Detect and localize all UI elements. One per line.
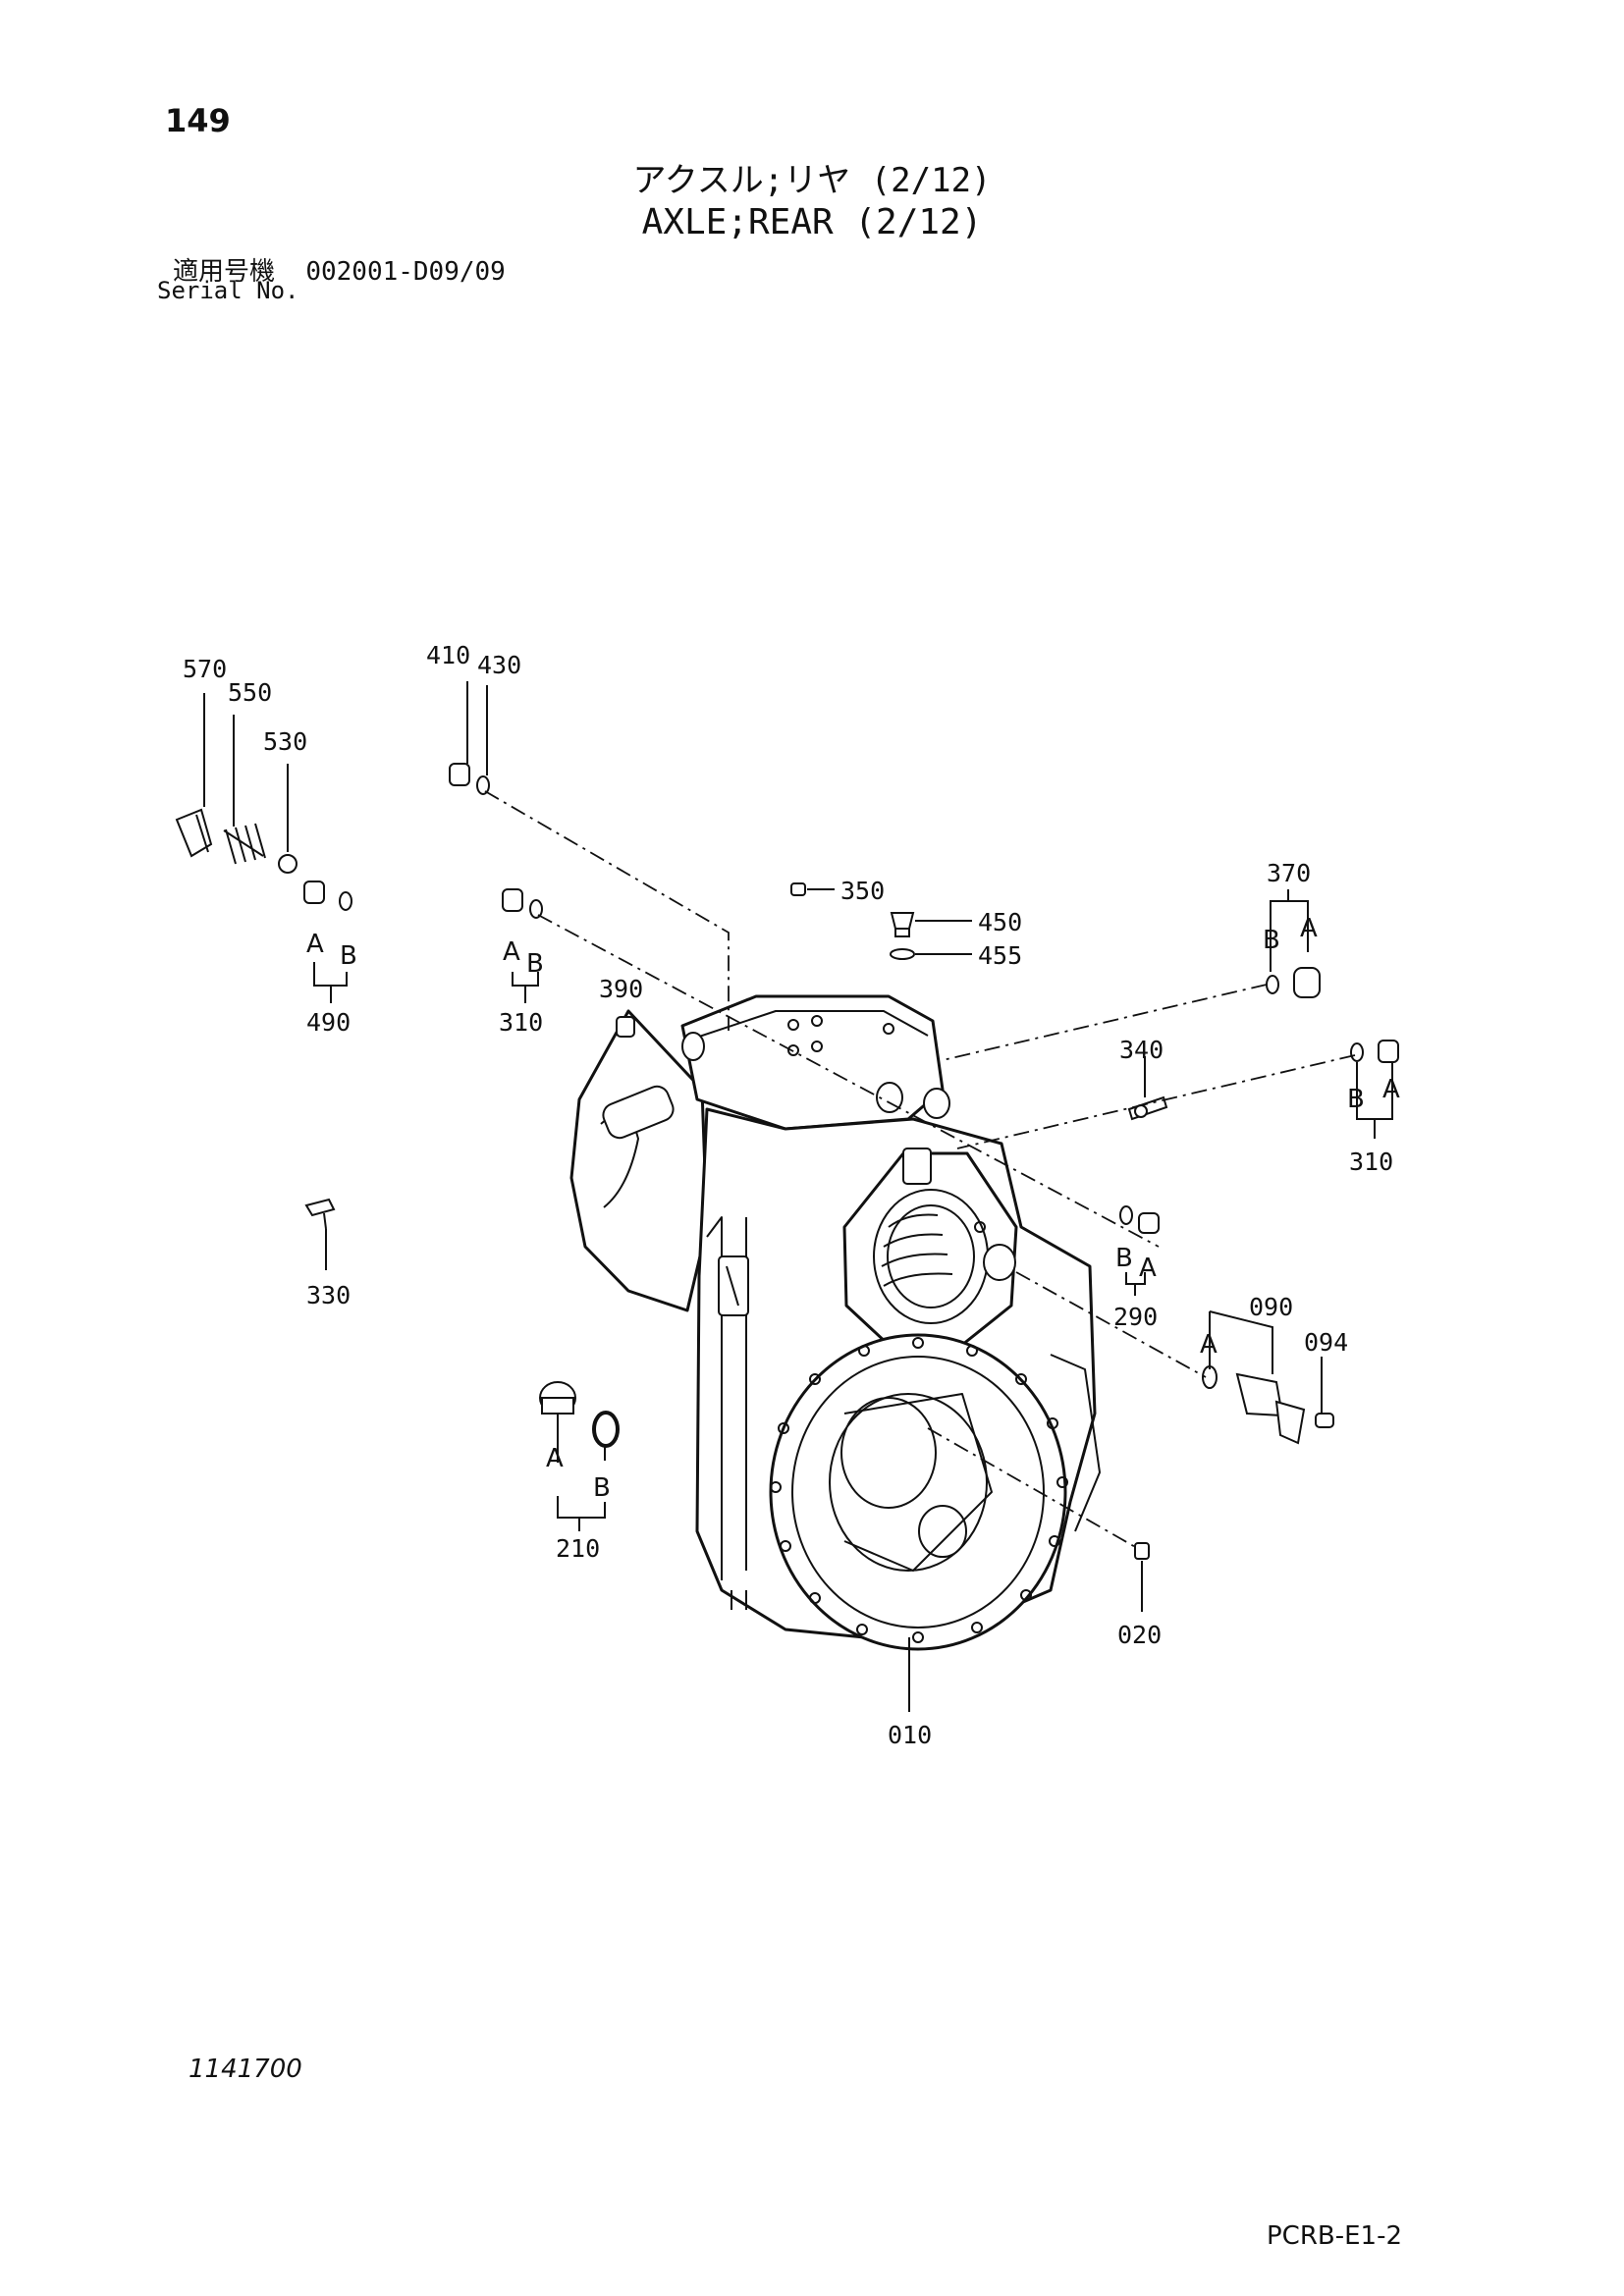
callout-330: 330 [306, 1281, 351, 1309]
callout-455: 455 [978, 941, 1022, 970]
part-550-spring [223, 823, 266, 865]
callout-370: 370 [1267, 859, 1311, 887]
part-530-ball [278, 854, 298, 874]
page-title-english: AXLE;REAR (2/12) [641, 202, 983, 242]
callout-310-left: 310 [499, 1008, 543, 1037]
callout-530: 530 [263, 727, 307, 756]
part-340-pin [1127, 1095, 1168, 1121]
callout-020: 020 [1117, 1621, 1162, 1649]
sublabel-a: A [1300, 914, 1318, 943]
part-390-plug [616, 1016, 635, 1038]
serial-range: 002001-D09/09 [305, 257, 506, 287]
drawing-number: 1141700 [189, 2055, 302, 2084]
callout-310-right: 310 [1349, 1148, 1393, 1176]
sublabel-a: A [1382, 1075, 1400, 1104]
part-350-pin [790, 882, 806, 896]
callout-450: 450 [978, 908, 1022, 936]
sublabel-a: A [1200, 1330, 1218, 1360]
callout-570: 570 [183, 655, 227, 683]
callout-290: 290 [1113, 1303, 1158, 1331]
sublabel-b: B [1263, 926, 1280, 955]
part-310-right [1350, 1040, 1399, 1063]
callout-340: 340 [1119, 1036, 1164, 1064]
callout-430: 430 [477, 651, 521, 679]
callout-090: 090 [1249, 1293, 1293, 1321]
part-370-plug [1266, 967, 1321, 998]
part-210-oring [592, 1411, 620, 1448]
page-title-japanese: アクスル;リヤ (2/12) [632, 161, 992, 200]
callout-390: 390 [599, 975, 643, 1003]
sublabel-a: A [1139, 1254, 1157, 1283]
sublabel-b: B [1115, 1244, 1133, 1273]
part-090-sensor [1202, 1365, 1306, 1445]
page-number: 149 [165, 102, 231, 139]
part-490-plug [303, 881, 352, 911]
serial-label-english: Serial No. [157, 277, 299, 304]
callout-550: 550 [228, 678, 272, 707]
serial-number-line: 適用号機 002001-D09/09 [173, 251, 506, 288]
part-094-screw [1315, 1413, 1334, 1428]
page-code: PCRB-E1-2 [1267, 2221, 1403, 2251]
part-020-pin [1134, 1542, 1150, 1560]
part-455-oring [890, 948, 915, 960]
callout-490: 490 [306, 1008, 351, 1037]
part-210-plug [539, 1381, 576, 1415]
sublabel-b: B [526, 949, 544, 979]
part-290-plug [1119, 1205, 1160, 1234]
sublabel-a: A [306, 930, 324, 959]
part-410-plug [449, 763, 490, 795]
part-570-plug [175, 808, 213, 858]
sublabel-a: A [503, 937, 520, 967]
part-310-left [502, 888, 543, 919]
serial-label-japanese: 適用号機 [173, 257, 276, 287]
callout-350: 350 [840, 877, 885, 905]
callout-210: 210 [556, 1534, 600, 1563]
axle-housing [569, 994, 1101, 1651]
callout-410: 410 [426, 641, 470, 669]
sublabel-a: A [546, 1444, 564, 1473]
callout-094: 094 [1304, 1328, 1348, 1357]
sublabel-b: B [1347, 1085, 1365, 1114]
sublabel-b: B [340, 941, 357, 971]
part-450-plug [890, 912, 915, 937]
sublabel-b: B [593, 1473, 611, 1503]
part-330-pin [304, 1198, 336, 1230]
callout-010: 010 [888, 1721, 932, 1749]
